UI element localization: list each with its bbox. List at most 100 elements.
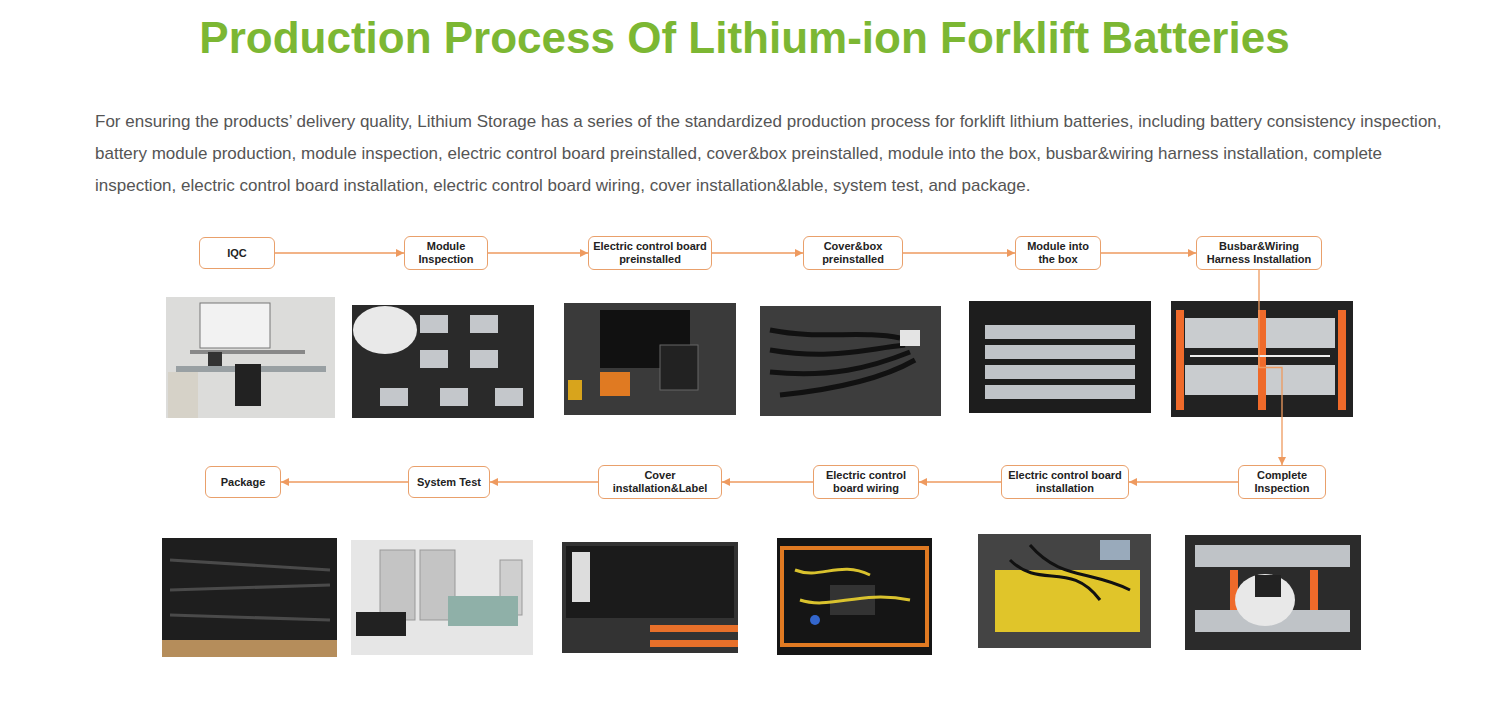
terminal [495,388,523,406]
photo [978,534,1151,648]
cell-row [985,345,1135,359]
flow-arrow [488,252,588,253]
flow-arrow [1101,252,1196,253]
photo-ground [978,534,1151,648]
battery [356,612,406,636]
photo [564,303,736,415]
photo-ground [777,538,932,655]
shelf [190,350,305,354]
step-label: Electric control board wiring [818,469,914,495]
step-label: Cover installation&Label [603,469,717,495]
flow-arrow [712,252,803,253]
photo [162,538,337,657]
lid [566,546,734,618]
connector [810,615,820,625]
photo [351,540,533,655]
photo-ground [162,538,337,657]
photo-ground [564,303,736,415]
flow-arrow [1259,270,1282,465]
process-box: Electric control board preinstalled [588,236,712,270]
flow-arrow [903,252,1015,253]
glove [1235,574,1295,626]
cell-row [985,385,1135,399]
terminal [440,388,468,406]
cell-row [985,365,1135,379]
step-label: System Test [417,476,481,489]
photo-ground [1171,301,1353,417]
bms-board [660,345,698,390]
process-box: Cover&box preinstalled [803,236,903,270]
photo [1171,301,1353,417]
process-box: Module into the box [1015,236,1101,270]
pallet [162,640,337,657]
step-label: Complete Inspection [1243,469,1321,495]
photo-ground [166,297,335,418]
photo-ground [760,306,941,416]
step-label: Busbar&Wiring Harness Installation [1201,240,1317,266]
terminal [470,350,498,368]
process-box: Cover installation&Label [598,465,722,499]
terminal [470,315,498,333]
step-label: IQC [227,247,247,260]
step-label: Package [221,476,266,489]
photo-ground [351,540,533,655]
step-label: Cover&box preinstalled [808,240,898,266]
wire [795,569,910,603]
wrap [170,560,330,620]
flow-arrow [275,252,404,253]
busbar [1338,310,1346,410]
process-box: IQC [199,237,275,269]
process-box: Electric control board installation [1001,465,1129,499]
photo [1185,535,1361,650]
busbar [1176,310,1184,410]
nameplate [572,552,590,602]
cable [650,625,738,632]
flow-arrow [281,481,408,482]
tag [1310,570,1318,610]
photo [166,297,335,418]
flow-arrow [919,481,1001,482]
process-box: Complete Inspection [1238,465,1326,499]
process-box: Package [205,466,281,498]
cable [650,640,738,647]
monitor [208,352,222,366]
board [200,303,270,348]
step-label: Electric control board installation [1006,469,1124,495]
terminal [420,315,448,333]
photo-ground [969,301,1151,413]
photo-ground [1185,535,1361,650]
photo-ground [562,542,738,653]
tool [1100,540,1130,560]
terminal [380,388,408,406]
cell-row [1195,545,1350,567]
terminal [420,350,448,368]
photo [969,301,1151,413]
photo [352,305,534,418]
flow-arrow [1129,481,1238,482]
cabinet [380,550,415,620]
table [448,596,518,626]
frame [782,548,927,645]
process-box: Busbar&Wiring Harness Installation [1196,236,1322,270]
drawer [168,372,198,418]
chair [235,364,261,406]
flow-arrow [722,481,813,482]
photo [760,306,941,416]
process-box: System Test [408,466,490,498]
step-label: Module Inspection [409,240,483,266]
photo [777,538,932,655]
intro-paragraph: For ensuring the products’ delivery qual… [95,106,1455,202]
relay [600,372,630,396]
flow-arrow [490,481,598,482]
connector [900,330,920,346]
photo [562,542,738,653]
process-box: Module Inspection [404,236,488,270]
step-label: Module into the box [1020,240,1096,266]
photo-ground [352,305,534,418]
wire [1190,355,1330,357]
process-box: Electric control board wiring [813,465,919,499]
cable [770,330,915,395]
